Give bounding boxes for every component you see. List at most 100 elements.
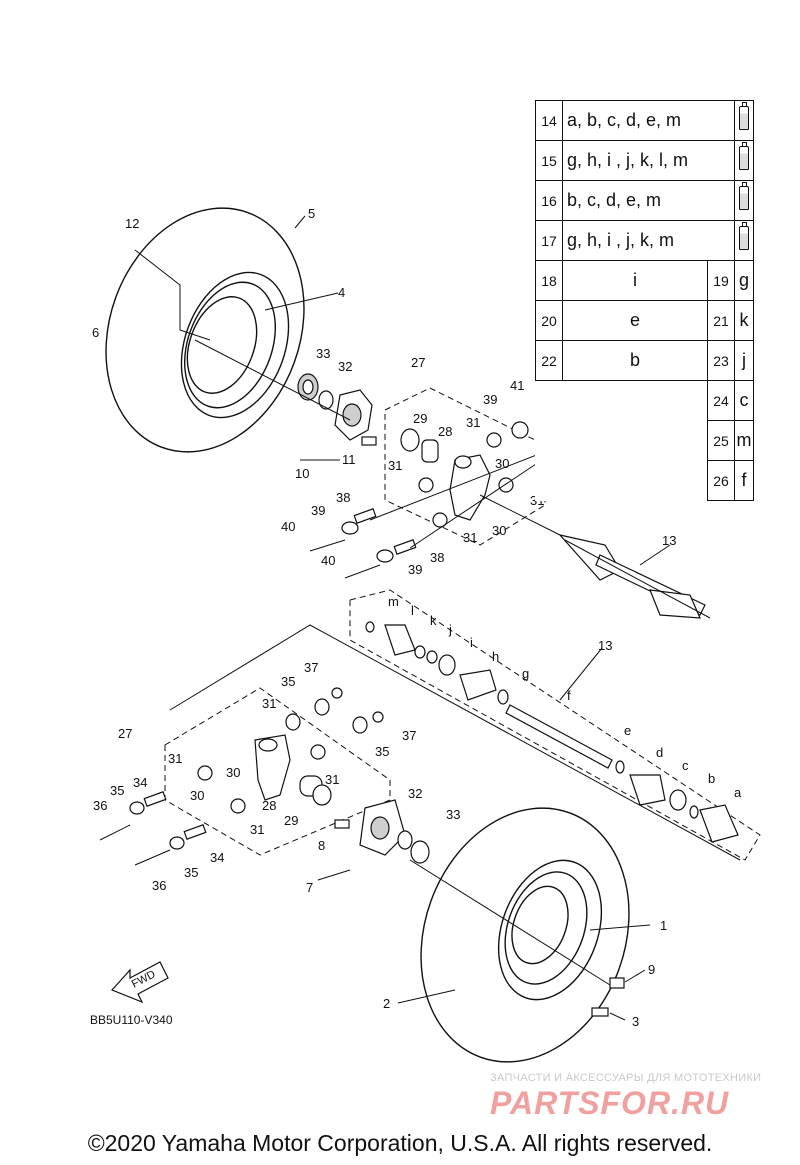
callout-38-b: 38 [430, 550, 444, 565]
callout-27-upper: 27 [411, 355, 425, 370]
callout-1: 1 [660, 918, 667, 933]
callout-3: 3 [632, 1014, 639, 1029]
legend-blank-cell [536, 421, 708, 461]
legend-blank-cell [536, 461, 708, 501]
callout-33-upper: 33 [316, 346, 330, 361]
callout-7: 7 [306, 880, 313, 895]
legend-blank-cell [536, 381, 708, 421]
callout-32-upper: 32 [338, 359, 352, 374]
callout-letter-m: m [388, 594, 399, 609]
callout-39-a: 39 [483, 392, 497, 407]
callout-35-c: 35 [110, 783, 124, 798]
legend-part-letter: j [734, 340, 754, 381]
grease-tube-cell [734, 220, 754, 261]
legend-part-number: 18 [535, 260, 563, 301]
callout-36-b: 36 [152, 878, 166, 893]
copyright-notice: ©2020 Yamaha Motor Corporation, U.S.A. A… [87, 1130, 713, 1156]
callout-28-lower: 28 [262, 798, 276, 813]
callout-4: 4 [338, 285, 345, 300]
callout-30-d: 30 [190, 788, 204, 803]
legend-part-letter: c [734, 380, 754, 421]
callout-40-b: 40 [321, 553, 335, 568]
callout-8: 8 [318, 838, 325, 853]
grease-tube-cell [734, 140, 754, 181]
callout-6: 6 [92, 325, 99, 340]
grease-tube-icon [739, 142, 749, 170]
legend-kit-number: 17 [535, 220, 563, 261]
callout-34-a: 34 [133, 775, 147, 790]
callout-39-d: 39 [408, 562, 422, 577]
legend-part-letter: i [562, 260, 708, 301]
callout-letter-j: j [448, 622, 452, 637]
upper-drive-shaft [479, 494, 711, 619]
watermark-logo: PARTSFOR.RU [490, 1085, 730, 1121]
callout-36-a: 36 [93, 798, 107, 813]
callout-5: 5 [308, 206, 315, 221]
legend-part-number: 19 [707, 260, 735, 301]
legend-part-number: 23 [707, 340, 735, 381]
exploded-shaft-components [349, 589, 761, 861]
callout-30-a: 30 [495, 456, 509, 471]
legend-kit-number: 14 [535, 100, 563, 141]
fwd-arrow: FWD [110, 961, 169, 1004]
callout-2: 2 [383, 996, 390, 1011]
callout-letter-a: a [734, 785, 742, 800]
callout-30-c: 30 [226, 765, 240, 780]
callout-35-a: 35 [281, 674, 295, 689]
legend-part-letter: k [734, 300, 754, 341]
legend-part-letter: b [562, 340, 708, 381]
callout-letter-b: b [708, 771, 715, 786]
callout-12: 12 [125, 216, 139, 231]
grease-tube-icon [739, 182, 749, 210]
legend-kit-number: 16 [535, 180, 563, 221]
callout-31-b: 31 [388, 458, 402, 473]
legend-part-letter: e [562, 300, 708, 341]
grease-tube-icon [739, 222, 749, 250]
callout-letter-e: e [624, 723, 631, 738]
callout-13-upper: 13 [662, 533, 676, 548]
callout-letter-i: i [470, 635, 473, 650]
callout-9: 9 [648, 962, 655, 977]
callout-39-c: 39 [311, 503, 325, 518]
callout-38-a: 38 [336, 490, 350, 505]
legend-kit-contents: g, h, i , j, k, m [562, 220, 735, 261]
lower-tire [409, 807, 630, 1063]
lower-knuckle-group [99, 624, 741, 866]
callout-35-b: 35 [375, 744, 389, 759]
legend-part-letter: m [734, 420, 754, 461]
legend-kit-contents: b, c, d, e, m [562, 180, 735, 221]
callout-31-a: 31 [466, 415, 480, 430]
upper-tire [105, 207, 305, 453]
grease-tube-icon [739, 102, 749, 130]
callout-10: 10 [295, 466, 309, 481]
callout-labels: 1 2 3 4 5 6 7 8 9 10 11 12 13 13 27 27 2… [92, 206, 742, 1029]
callout-letter-h: h [492, 649, 499, 664]
callout-letter-f: f [567, 688, 571, 703]
legend-kit-contents: g, h, i , j, k, l, m [562, 140, 735, 181]
grease-tube-cell [734, 100, 754, 141]
callout-letter-g: g [522, 666, 529, 681]
legend-part-number: 26 [707, 460, 735, 501]
callout-40-a: 40 [281, 519, 295, 534]
legend-part-letter: f [734, 460, 754, 501]
callout-30-b: 30 [492, 523, 506, 538]
legend-part-number: 21 [707, 300, 735, 341]
callout-11: 11 [342, 452, 356, 467]
legend-part-letter: g [734, 260, 754, 301]
callout-31-d: 31 [463, 530, 477, 545]
callout-31-e: 31 [262, 696, 276, 711]
watermark-tagline: ЗАПЧАСТИ И АКСЕССУАРЫ ДЛЯ МОТОТЕХНИКИ [490, 1072, 762, 1084]
callout-34-b: 34 [210, 850, 224, 865]
legend-kit-contents: a, b, c, d, e, m [562, 100, 735, 141]
upper-hub-parts [194, 339, 377, 446]
